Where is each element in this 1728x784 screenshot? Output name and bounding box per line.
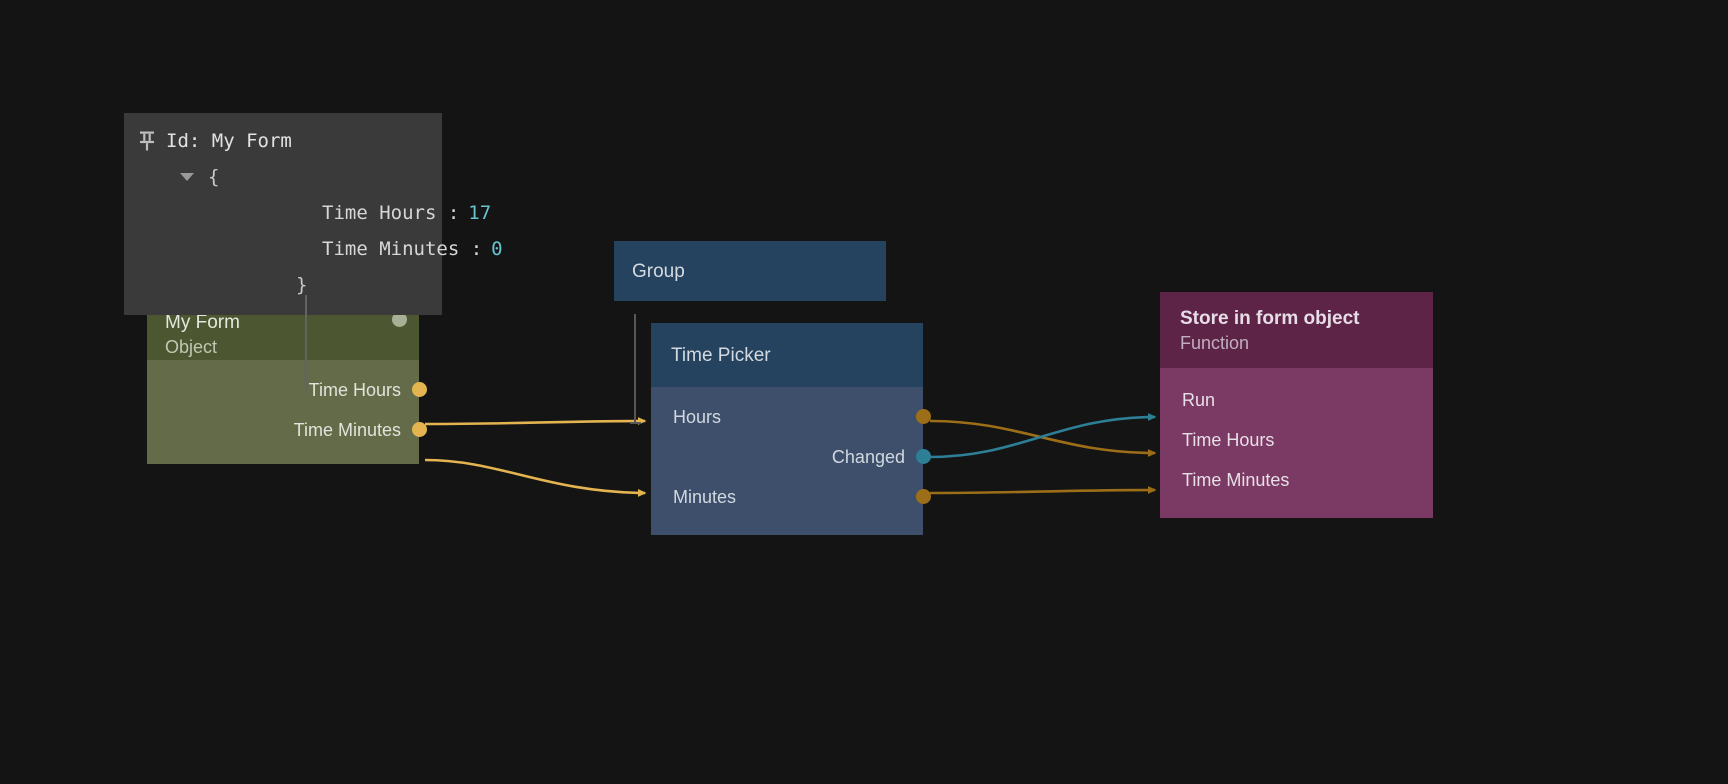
output-port-time-minutes-dot[interactable] — [412, 422, 427, 437]
node-store-in-form-object[interactable]: Store in form object Function Run Time H… — [1160, 292, 1433, 518]
input-port-minutes[interactable]: Minutes — [651, 477, 931, 517]
inspector-property-row: Time Minutes : 0 — [124, 231, 503, 267]
pinned-inspector-panel[interactable]: Id: My Form { Time Hours : 17 Time Minut… — [124, 113, 503, 391]
chevron-down-icon[interactable] — [180, 173, 194, 181]
node-time-picker-header[interactable]: Time Picker — [651, 323, 923, 387]
input-port-hours-label: Hours — [673, 407, 722, 427]
wire-changed-to-run — [929, 413, 1157, 459]
status-dot-icon[interactable] — [392, 312, 407, 327]
node-group-header[interactable]: Group — [614, 241, 886, 301]
group-tether-line — [634, 314, 636, 424]
wire-minutesout-to-storeminutes — [929, 486, 1157, 495]
input-port-minutes-label: Minutes — [673, 487, 737, 507]
output-port-changed-dot[interactable] — [916, 449, 931, 464]
node-my-form-subtitle: Object — [165, 337, 218, 357]
wire-timeminutes-to-minutes — [424, 458, 647, 497]
output-port-changed[interactable]: Changed — [651, 437, 931, 477]
output-port-minutes-out-dot[interactable] — [916, 489, 931, 504]
inspector-property-row: Time Hours : 17 — [124, 195, 491, 231]
output-port-hours-out-dot[interactable] — [916, 409, 931, 424]
inspector-property-value: 17 — [468, 202, 492, 224]
node-store-subtitle: Function — [1180, 333, 1250, 353]
input-port-store-time-hours[interactable]: Time Hours — [1160, 420, 1433, 460]
group-tether-tick — [630, 422, 641, 424]
inspector-close-brace: } — [296, 274, 308, 296]
output-port-time-hours-dot[interactable] — [412, 382, 427, 397]
inspector-property-value: 0 — [491, 238, 503, 260]
node-my-form[interactable]: My Form Object Time Hours Time Minutes — [147, 300, 427, 464]
node-store-header[interactable]: Store in form object Function — [1160, 292, 1433, 368]
output-port-time-minutes-label: Time Minutes — [293, 420, 401, 440]
inspector-title: Id: My Form — [166, 130, 292, 152]
wire-timehours-to-hours — [424, 417, 647, 426]
input-port-store-time-hours-label: Time Hours — [1182, 430, 1275, 450]
output-port-time-hours[interactable]: Time Hours — [147, 370, 427, 410]
node-group-title: Group — [632, 260, 685, 282]
node-time-picker[interactable]: Time Picker Hours Changed Minutes — [651, 323, 931, 535]
input-port-store-time-minutes-label: Time Minutes — [1182, 470, 1290, 490]
node-my-form-title: My Form — [165, 312, 240, 333]
inspector-property-key: Time Hours : — [322, 202, 460, 224]
input-port-hours[interactable]: Hours — [651, 397, 931, 437]
inspector-expand-row[interactable]: { — [124, 159, 442, 195]
node-my-form-body: Time Hours Time Minutes — [147, 360, 427, 464]
node-time-picker-title: Time Picker — [671, 344, 771, 366]
output-port-time-hours-label: Time Hours — [308, 380, 401, 400]
output-port-changed-label: Changed — [831, 447, 905, 467]
inspector-close-brace-row: } — [124, 267, 442, 303]
inspector-property-key: Time Minutes : — [322, 238, 483, 260]
input-port-store-time-minutes[interactable]: Time Minutes — [1160, 460, 1433, 500]
node-time-picker-body: Hours Changed Minutes — [651, 387, 931, 535]
inspector-tree-guide-line — [305, 295, 307, 391]
node-store-body: Run Time Hours Time Minutes — [1160, 368, 1433, 518]
inspector-title-row: Id: My Form — [124, 123, 442, 159]
output-port-time-minutes[interactable]: Time Minutes — [147, 410, 427, 450]
pin-icon[interactable] — [138, 130, 156, 152]
input-port-run-label: Run — [1182, 390, 1216, 410]
input-port-run[interactable]: Run — [1160, 380, 1433, 420]
node-group[interactable]: Group — [614, 241, 886, 301]
node-store-title: Store in form object — [1180, 308, 1360, 329]
inspector-open-brace: { — [208, 166, 220, 188]
wire-hoursout-to-storehours — [929, 419, 1157, 457]
